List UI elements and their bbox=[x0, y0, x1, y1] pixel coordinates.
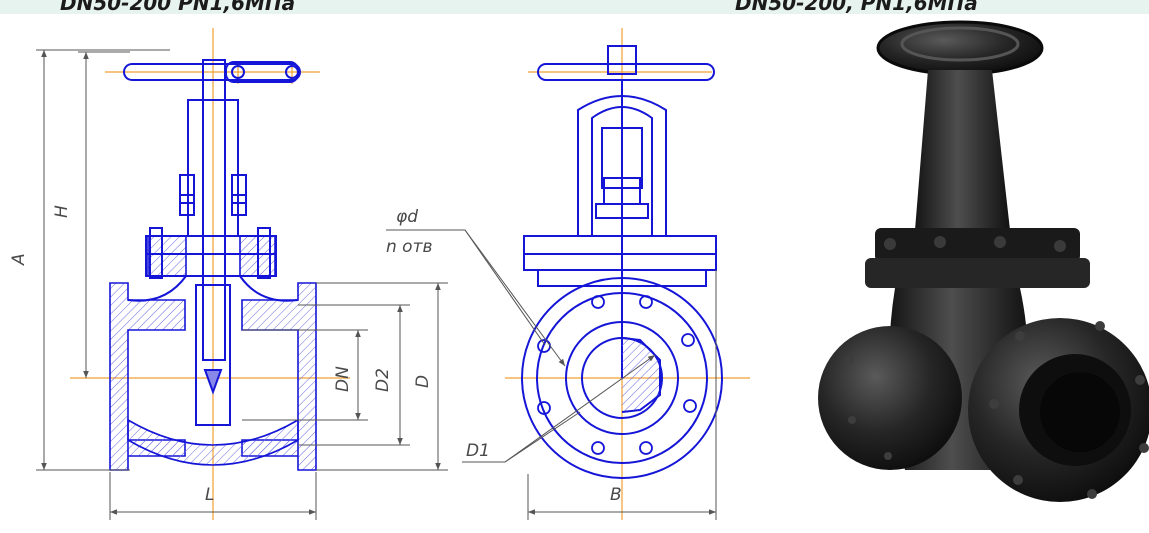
label-n-holes: n отв bbox=[386, 237, 433, 257]
label-D: D bbox=[413, 375, 433, 388]
label-D2: D2 bbox=[373, 368, 393, 392]
label-L: L bbox=[205, 485, 214, 505]
label-D1: D1 bbox=[466, 441, 490, 461]
label-DN: DN bbox=[333, 366, 353, 392]
label-phi-d: φd bbox=[396, 207, 418, 227]
front-section-view: A H L DN D2 D bbox=[9, 28, 448, 520]
label-H: H bbox=[52, 205, 72, 218]
header-strip: DN50-200 PN1,6МПа DN50-200, PN1,6МПа bbox=[0, 0, 1149, 14]
header-text-right: DN50-200, PN1,6МПа bbox=[735, 0, 978, 14]
label-A: A bbox=[9, 253, 29, 266]
side-view: φd n отв D1 B bbox=[386, 28, 750, 520]
header-text-left: DN50-200 PN1,6МПа bbox=[60, 0, 296, 14]
valve-photo bbox=[818, 20, 1149, 502]
label-B: B bbox=[610, 485, 622, 505]
